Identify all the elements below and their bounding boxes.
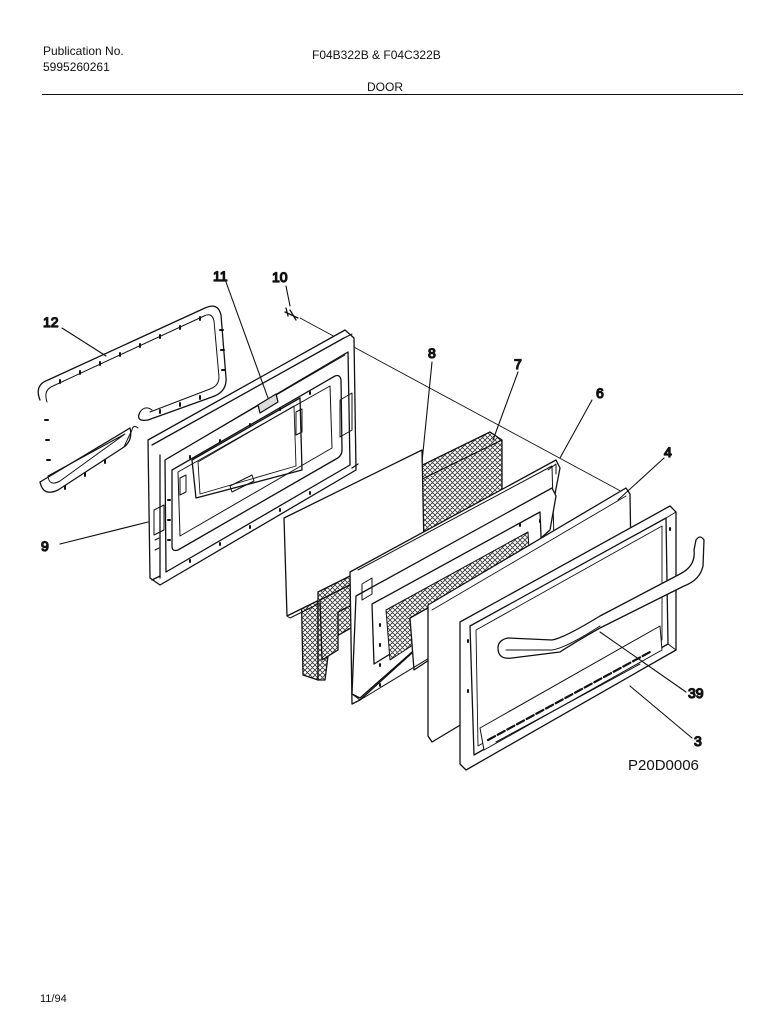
inner-door-panel-part [147, 329, 359, 586]
callout-8: 8 [428, 345, 436, 361]
callout-11: 11 [213, 268, 228, 284]
diagram-code: P20D0006 [628, 757, 699, 774]
callout-39: 39 [688, 685, 704, 701]
callout-4: 4 [664, 444, 672, 460]
door-handle-part [497, 536, 705, 659]
callout-7: 7 [514, 356, 522, 372]
header-rule [42, 94, 743, 95]
model-numbers: F04B322B & F04C322B [312, 48, 441, 62]
leader-lines [59, 281, 693, 739]
callout-12: 12 [43, 314, 59, 330]
footer-date: 11/94 [40, 993, 67, 1005]
publication-label: Publication No. [43, 44, 124, 58]
section-title: DOOR [367, 80, 403, 94]
publication-number: 5995260261 [43, 60, 110, 74]
callout-9: 9 [41, 538, 49, 554]
callout-3: 3 [694, 733, 702, 749]
door-gasket-part [37, 305, 227, 493]
callout-10: 10 [272, 269, 288, 285]
callout-6: 6 [596, 385, 604, 401]
screw-part [284, 307, 299, 321]
